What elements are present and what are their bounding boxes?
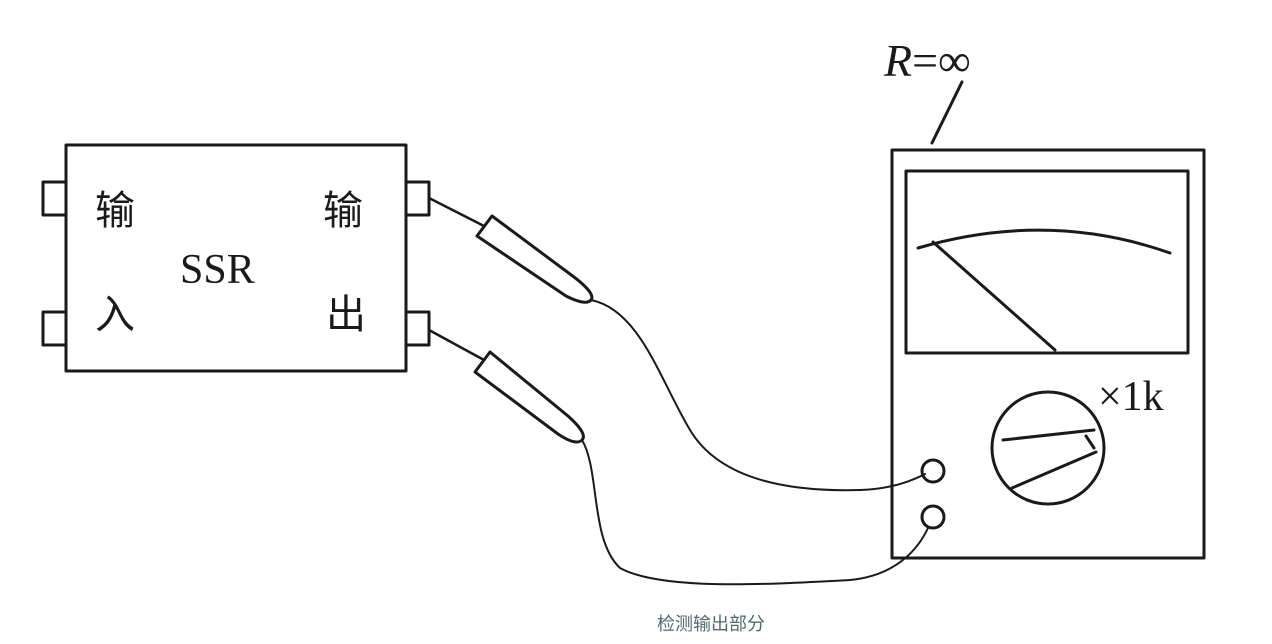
test-lead-bottom (581, 439, 929, 586)
meter-body (890, 148, 1206, 560)
ssr-body (64, 143, 408, 373)
knob-pointer-lower (1010, 450, 1098, 490)
knob-pointer-upper (1001, 428, 1096, 442)
input-pin-bottom (41, 310, 68, 347)
probe-bottom-body (473, 350, 585, 444)
multimeter: ×1k (890, 148, 1206, 560)
input-pin-top (41, 180, 68, 217)
resistance-reading: R=∞ (883, 35, 971, 86)
test-lead-top (590, 299, 926, 492)
range-selector-knob (990, 390, 1106, 506)
range-label: ×1k (1098, 374, 1164, 420)
meter-scale-arc (916, 228, 1172, 255)
meter-jack-bottom (920, 504, 946, 530)
output-label-top: 输 (323, 188, 363, 234)
meter-jack-top (920, 458, 946, 484)
resistance-callout: R=∞ (883, 35, 971, 145)
resistance-value: =∞ (912, 35, 971, 86)
probe-bottom (427, 328, 585, 444)
input-label-top: 输 (95, 188, 135, 234)
probe-top (427, 196, 594, 304)
ssr-name-label: SSR (180, 247, 255, 293)
meter-display (904, 169, 1190, 355)
output-pin-bottom (404, 310, 431, 347)
ssr-module: 输 入 SSR 输 出 (41, 143, 431, 373)
resistance-symbol: R (883, 35, 912, 86)
diagram-caption: 检测输出部分 (657, 614, 765, 635)
input-label-bottom: 入 (95, 292, 135, 338)
output-label-bottom: 出 (326, 292, 366, 338)
callout-leader-line (930, 80, 964, 145)
output-pin-top (404, 180, 431, 217)
probe-top-body (475, 214, 594, 304)
meter-needle (931, 240, 1057, 352)
